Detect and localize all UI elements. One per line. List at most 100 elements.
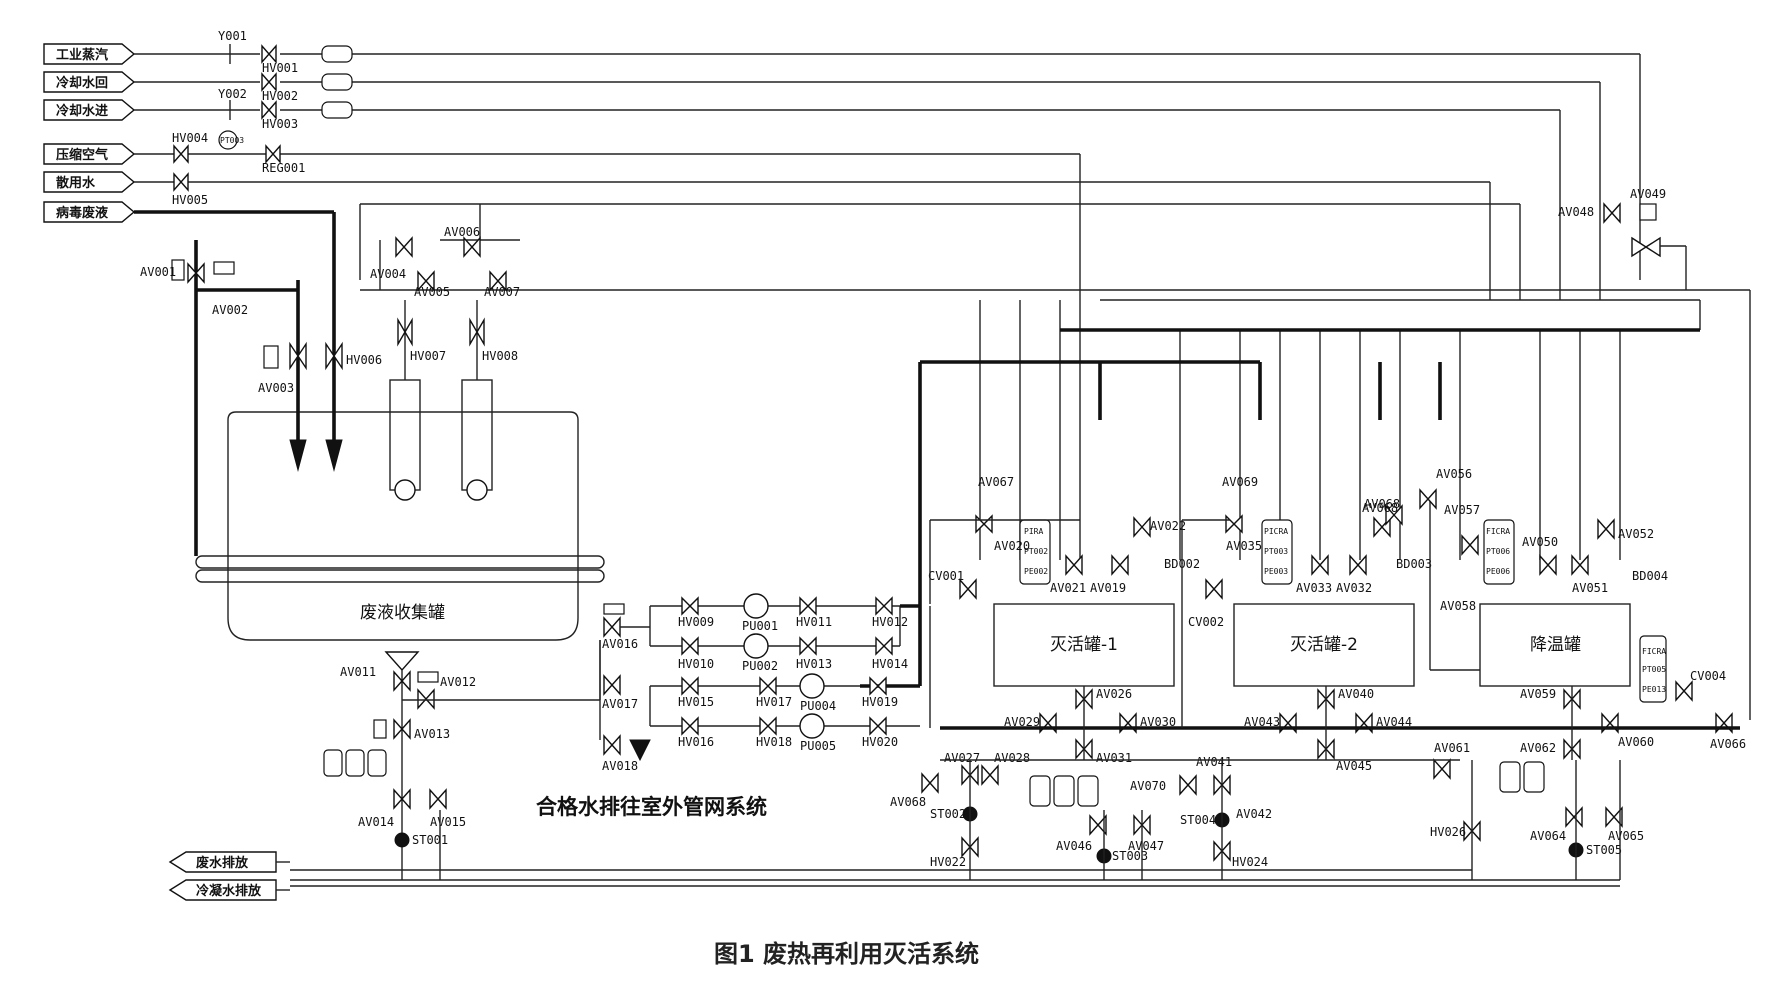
valve-hv011[interactable]: HV011 [796,596,832,629]
valve-av027[interactable]: AV027 [944,751,980,786]
valve-av022[interactable]: AV022 [1133,516,1186,538]
valve-hv004[interactable]: HV004 [172,131,208,164]
valve-av050[interactable]: AV050 [1522,535,1558,576]
regulator-reg001[interactable]: REG001 [262,144,305,175]
svg-text:HV004: HV004 [172,131,208,145]
valve-av021[interactable]: AV021 [1050,554,1086,595]
valve-av051[interactable]: AV051 [1571,554,1608,595]
valve-av062[interactable]: AV062 [1520,738,1581,760]
valve-av056[interactable]: AV056 [1419,467,1472,510]
valve-av068[interactable]: AV068 [890,772,939,809]
valve-av064[interactable]: AV064 [1530,806,1583,843]
valve-av011[interactable]: AV011 [340,665,411,692]
valve-av048[interactable]: AV048 [1558,202,1621,224]
svg-text:HV018: HV018 [756,735,792,749]
inlet-cooling-return-label: 冷却水回 [56,75,108,91]
valve-hv007[interactable]: HV007 [397,317,446,363]
valve-hv003[interactable]: HV003 [261,100,298,131]
valve-av057[interactable]: AV057 [1444,503,1480,556]
valve-av014[interactable]: AV014 [358,788,411,829]
valve-av049[interactable]: AV049 [1630,187,1666,258]
valve-hv019[interactable]: HV019 [862,676,898,709]
control-valve-cv001[interactable]: CV001 [928,569,977,600]
control-valve-cv004[interactable]: CV004 [1675,669,1726,702]
valve-av001[interactable]: AV001 [140,259,205,284]
valve-av028[interactable]: AV028 [981,751,1030,786]
valve-av019[interactable]: AV019 [1090,554,1129,595]
svg-text:AV021: AV021 [1050,581,1086,595]
valve-hv006[interactable]: HV006 [325,341,382,371]
valve-av033[interactable]: AV033 [1296,554,1332,595]
valve-av016[interactable]: AV016 [602,603,638,651]
svg-text:AV018: AV018 [602,759,638,773]
svg-text:AV068: AV068 [1364,497,1400,511]
valve-av013[interactable]: AV013 [373,718,450,741]
valve-av017[interactable]: AV017 [602,674,638,711]
svg-text:AV044: AV044 [1376,715,1412,729]
pump-section: AV016 HV009 HV010 PU001 PU002 HV011 [536,328,1700,819]
valve-hv012[interactable]: HV012 [872,596,908,629]
valve-hv022[interactable]: HV022 [930,836,979,869]
svg-text:Y001: Y001 [218,29,247,43]
valve-hv016[interactable]: HV016 [678,716,714,749]
svg-text:AV020: AV020 [994,539,1030,553]
valve-av003[interactable]: AV003 [258,341,307,395]
control-valve-cv002[interactable]: CV002 [1188,578,1224,629]
valve-av002[interactable]: AV002 [212,261,248,317]
valve-hv005[interactable]: HV005 [172,172,208,207]
valve-hv008[interactable]: HV008 [469,317,518,363]
svg-text:BD004: BD004 [1632,569,1668,583]
valve-hv018[interactable]: HV018 [756,716,792,749]
svg-text:AV004: AV004 [370,267,406,281]
valve-av005[interactable]: AV005 [414,270,450,299]
valve-av066[interactable]: AV066 [1710,712,1746,751]
svg-text:AV014: AV014 [358,815,394,829]
valve-av067[interactable]: AV067 [975,475,1014,534]
inlet-water: 散用水 [43,171,136,193]
valve-av006[interactable]: AV006 [444,225,481,258]
valve-hv017[interactable]: HV017 [756,676,792,709]
valve-hv010[interactable]: HV010 [678,636,714,671]
valve-hv001[interactable]: HV001 [261,44,298,75]
valve-av007[interactable]: AV007 [484,270,520,299]
svg-text:AV067: AV067 [978,475,1014,489]
svg-text:HV026: HV026 [1430,825,1466,839]
valve-av004[interactable]: AV004 [370,236,413,281]
valve-av070[interactable]: AV070 [1130,774,1197,796]
valve-av047[interactable]: AV047 [1128,814,1164,853]
valve-av046[interactable]: AV046 [1056,814,1107,853]
valve-av015[interactable]: AV015 [429,788,466,829]
svg-text:AV012: AV012 [440,675,476,689]
valve-av018[interactable]: AV018 [602,734,638,773]
valve-av032[interactable]: AV032 [1336,554,1372,595]
valve-hv013[interactable]: HV013 [796,636,832,671]
valve-av041[interactable]: AV041 [1196,755,1232,796]
valve-av058[interactable]: AV068 [1362,501,1403,526]
valve-hv014[interactable]: HV014 [872,636,908,671]
svg-text:AV068: AV068 [890,795,926,809]
valve-av065[interactable]: AV065 [1605,806,1644,843]
svg-text:ST005: ST005 [1586,843,1622,857]
valve-av060[interactable]: AV060 [1601,712,1654,749]
valve-hv015[interactable]: HV015 [678,676,714,709]
valve-av052[interactable]: AV052 [1597,518,1654,541]
svg-text:CV004: CV004 [1690,669,1726,683]
svg-text:PT003: PT003 [1264,547,1288,556]
valve-hv009[interactable]: HV009 [678,596,714,629]
svg-text:HV008: HV008 [482,349,518,363]
valve-av012[interactable]: AV012 [417,671,476,710]
svg-text:HV017: HV017 [756,695,792,709]
svg-text:AV058: AV058 [1440,599,1476,613]
svg-text:AV016: AV016 [602,637,638,651]
valve-hv020[interactable]: HV020 [862,716,898,749]
valve-av045[interactable]: AV045 [1317,738,1372,773]
valve-hv002[interactable]: HV002 [261,72,298,103]
valve-av059[interactable]: AV059 [1520,687,1581,710]
svg-text:AV013: AV013 [414,727,450,741]
svg-text:CV001: CV001 [928,569,964,583]
feed-lines: AV001 AV002 AV003 HV006 [134,210,382,556]
svg-text:HV011: HV011 [796,615,832,629]
svg-text:AV059: AV059 [1520,687,1556,701]
svg-text:FICRA: FICRA [1486,527,1510,536]
svg-text:AV041: AV041 [1196,755,1232,769]
